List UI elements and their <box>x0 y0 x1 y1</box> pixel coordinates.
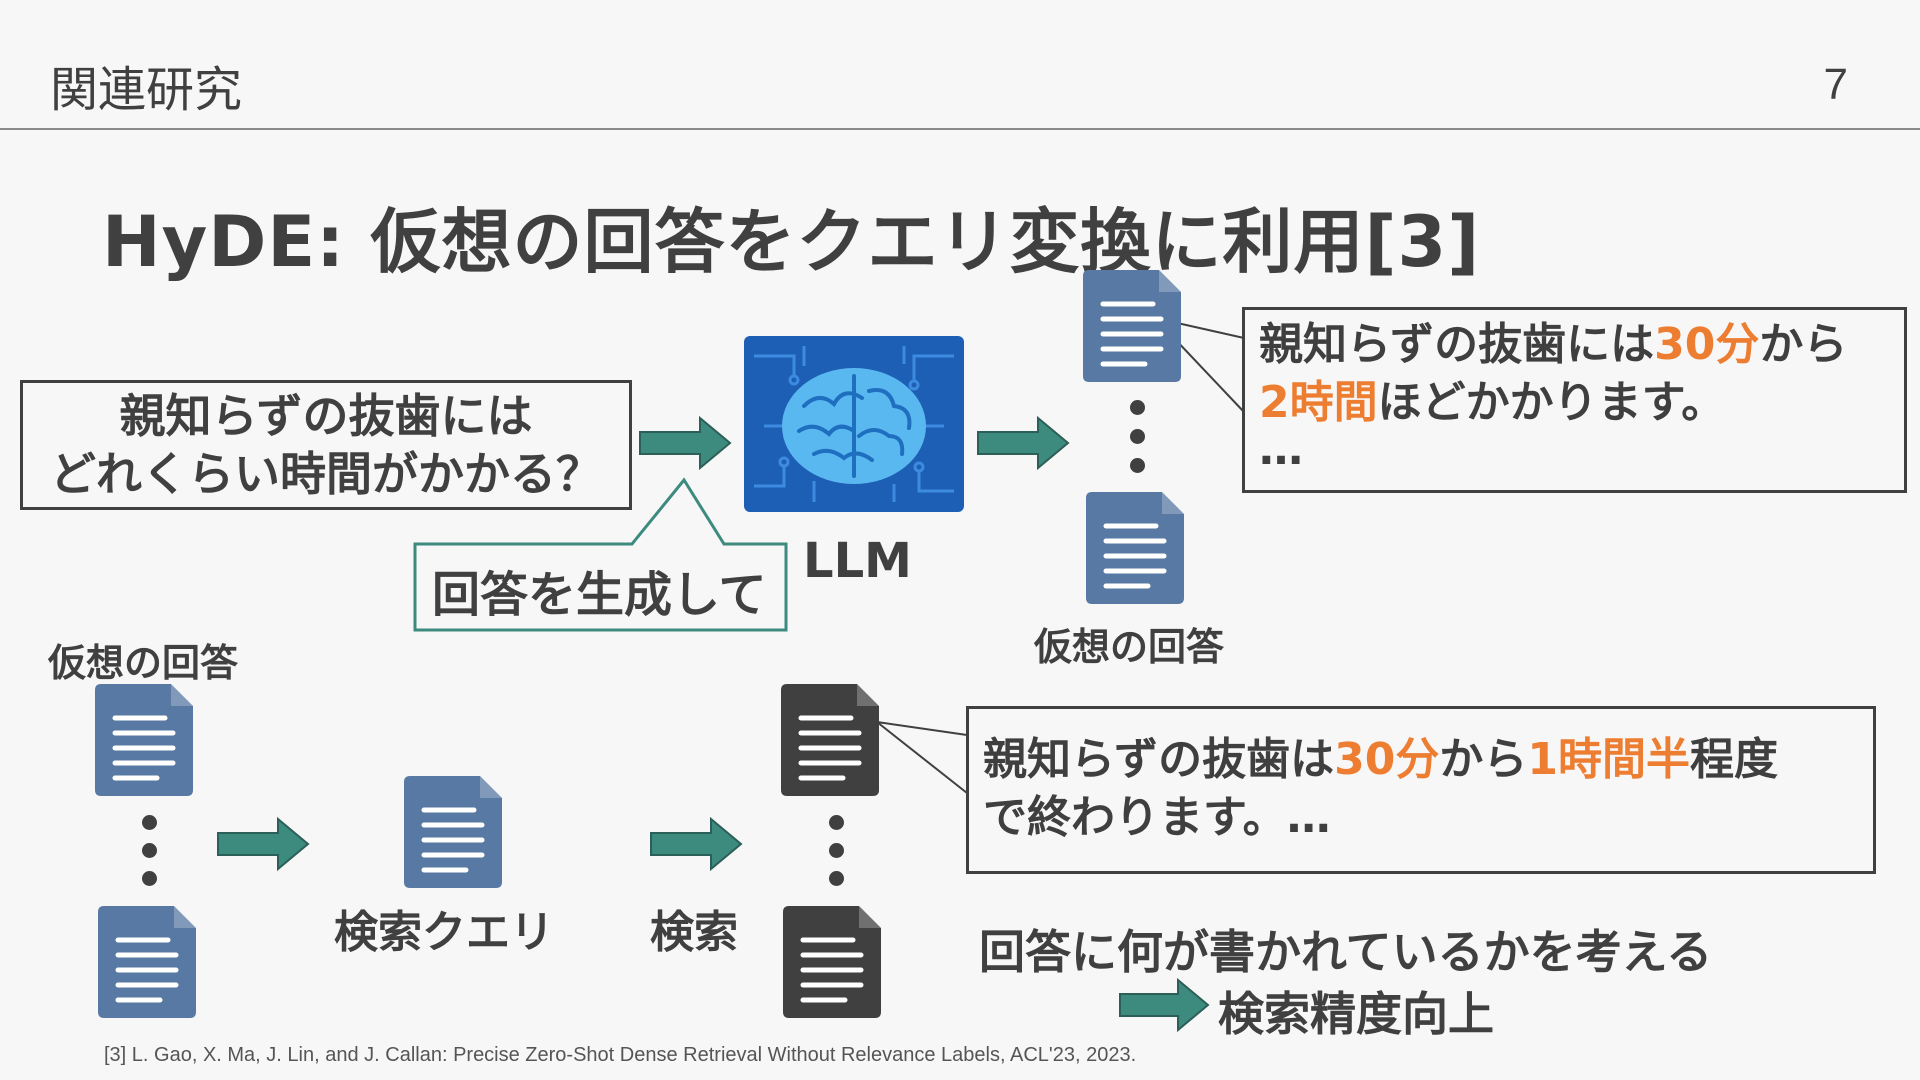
brain-chip-icon <box>744 336 964 512</box>
hypothetical-answer-label-right: 仮想の回答 <box>1034 625 1225 669</box>
ellipsis-dot <box>1130 400 1145 415</box>
answer-highlight: 2時間 <box>1259 377 1378 428</box>
answer-text: 親知らずの抜歯には <box>1259 319 1655 370</box>
ellipsis-dot <box>142 871 157 886</box>
arrow-right-icon <box>977 415 1070 471</box>
query-line-1: 親知らずの抜歯には <box>119 389 533 443</box>
ellipsis-dot <box>829 815 844 830</box>
slide-title: HyDE: 仮想の回答をクエリ変換に利用[3] <box>102 201 1481 283</box>
arrow-right-icon <box>217 816 310 872</box>
retrieved-highlight: 30分 <box>1334 734 1440 785</box>
ellipsis-dot <box>142 843 157 858</box>
document-icon <box>404 776 502 888</box>
answer-highlight: 30分 <box>1654 319 1760 370</box>
footnote-citation: [3] L. Gao, X. Ma, J. Lin, and J. Callan… <box>104 1044 1137 1066</box>
query-box: 親知らずの抜歯には どれくらい時間がかかる？ <box>20 380 632 510</box>
retrieved-document-box: 親知らずの抜歯は30分から1時間半程度 で終わります。… <box>966 706 1876 874</box>
document-icon <box>98 906 196 1018</box>
document-icon <box>95 684 193 796</box>
hypothetical-answer-box: 親知らずの抜歯には30分から 2時間ほどかかります。 … <box>1242 307 1907 493</box>
header-divider <box>0 128 1920 130</box>
document-icon <box>1086 492 1184 604</box>
llm-label: LLM <box>803 533 912 589</box>
search-query-label: 検索クエリ <box>334 907 554 958</box>
document-icon <box>783 906 881 1018</box>
retrieved-text: 親知らずの抜歯は <box>983 734 1335 785</box>
retrieved-text: から <box>1439 734 1528 785</box>
search-label: 検索 <box>650 907 738 958</box>
retrieved-highlight: 1時間半 <box>1527 734 1690 785</box>
document-icon <box>781 684 879 796</box>
hypothetical-answer-label-left: 仮想の回答 <box>48 641 239 685</box>
ellipsis-dot <box>1130 429 1145 444</box>
hypothetical-answer-ellipsis: … <box>1259 424 1303 475</box>
answer-text: から <box>1759 319 1848 370</box>
hypothetical-answer-line-1: 親知らずの抜歯には30分から <box>1259 316 1904 374</box>
query-line-2: どれくらい時間がかかる？ <box>50 447 602 501</box>
section-title: 関連研究 <box>50 62 243 118</box>
retrieved-document-line-1: 親知らずの抜歯は30分から1時間半程度 <box>983 731 1873 789</box>
hypothetical-answer-line-2: 2時間ほどかかります。 <box>1259 374 1904 432</box>
retrieved-document-line-2: で終わります。… <box>983 792 1331 843</box>
retrieved-text: 程度 <box>1689 734 1778 785</box>
conclusion-line-2: 検索精度向上 <box>1218 987 1494 1041</box>
ellipsis-dot <box>829 843 844 858</box>
arrow-right-icon <box>650 816 743 872</box>
prompt-callout-text: 回答を生成して <box>432 567 767 623</box>
page-number: 7 <box>1823 60 1848 109</box>
arrow-right-icon <box>639 415 732 471</box>
ellipsis-dot <box>829 871 844 886</box>
document-icon <box>1083 270 1181 382</box>
ellipsis-dot <box>142 815 157 830</box>
answer-text: ほどかかります。 <box>1377 377 1726 428</box>
conclusion-line-1: 回答に何が書かれているかを考える <box>979 925 1713 979</box>
ellipsis-dot <box>1130 458 1145 473</box>
arrow-right-icon <box>1119 977 1210 1033</box>
